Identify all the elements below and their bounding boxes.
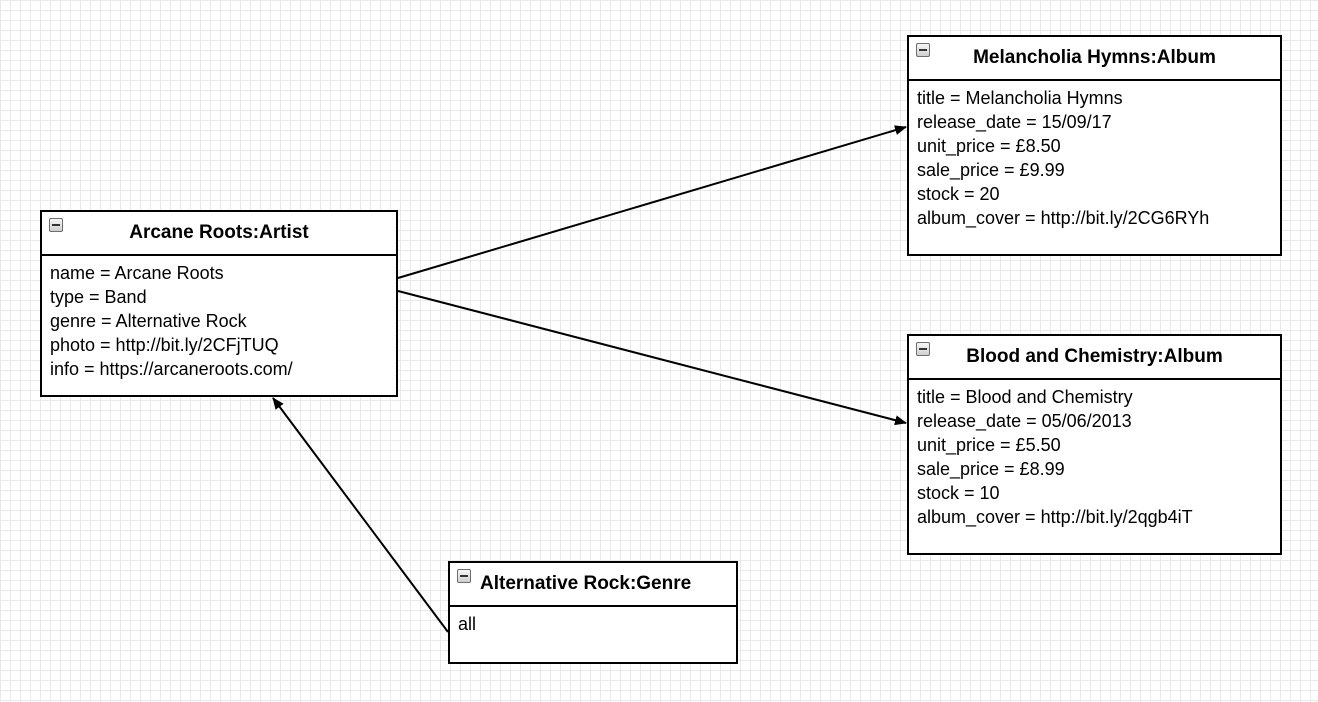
artist-attribute-type: type = Band <box>50 287 147 307</box>
album-attribute-stock: stock = 20 <box>917 184 1000 204</box>
album-melancholia-hymns-attributes: title = Melancholia Hymns release_date =… <box>909 81 1280 230</box>
album-attribute-title: title = Melancholia Hymns <box>917 88 1123 108</box>
artist-node-title: Arcane Roots:Artist <box>129 222 309 243</box>
album-attribute-sale-price: sale_price = £8.99 <box>917 459 1065 479</box>
album-blood-and-chemistry-attributes: title = Blood and Chemistry release_date… <box>909 380 1280 529</box>
edge-genre-to-artist[interactable] <box>272 397 449 633</box>
album-attribute-album-cover: album_cover = http://bit.ly/2qgb4iT <box>917 507 1193 527</box>
album-blood-and-chemistry-title: Blood and Chemistry:Album <box>966 346 1223 367</box>
album-melancholia-hymns-title: Melancholia Hymns:Album <box>973 47 1216 68</box>
album-blood-and-chemistry-node[interactable]: Blood and Chemistry:Album title = Blood … <box>907 334 1282 555</box>
album-blood-and-chemistry-header[interactable]: Blood and Chemistry:Album <box>909 336 1280 380</box>
collapse-icon[interactable] <box>916 43 930 57</box>
album-attribute-unit-price: unit_price = £5.50 <box>917 435 1061 455</box>
genre-attribute-all: all <box>458 614 477 634</box>
album-melancholia-hymns-node[interactable]: Melancholia Hymns:Album title = Melancho… <box>907 35 1282 256</box>
artist-node-header[interactable]: Arcane Roots:Artist <box>42 212 396 256</box>
artist-attribute-name: name = Arcane Roots <box>50 263 224 283</box>
album-attribute-release-date: release_date = 15/09/17 <box>917 112 1112 132</box>
album-attribute-title: title = Blood and Chemistry <box>917 387 1133 407</box>
genre-node-attributes: all <box>450 607 736 636</box>
album-attribute-sale-price: sale_price = £9.99 <box>917 160 1065 180</box>
artist-node[interactable]: Arcane Roots:Artist name = Arcane Roots … <box>40 210 398 397</box>
artist-attribute-info: info = https://arcaneroots.com/ <box>50 359 293 379</box>
artist-node-attributes: name = Arcane Roots type = Band genre = … <box>42 256 396 381</box>
album-melancholia-hymns-header[interactable]: Melancholia Hymns:Album <box>909 37 1280 81</box>
artist-attribute-genre: genre = Alternative Rock <box>50 311 247 331</box>
genre-node[interactable]: Alternative Rock:Genre all <box>448 561 738 664</box>
album-attribute-unit-price: unit_price = £8.50 <box>917 136 1061 156</box>
collapse-icon[interactable] <box>49 218 63 232</box>
album-attribute-release-date: release_date = 05/06/2013 <box>917 411 1132 431</box>
collapse-icon[interactable] <box>457 569 471 583</box>
edge-artist-to-blood-and-chemistry[interactable] <box>397 290 907 426</box>
album-attribute-album-cover: album_cover = http://bit.ly/2CG6RYh <box>917 208 1210 228</box>
artist-attribute-photo: photo = http://bit.ly/2CFjTUQ <box>50 335 279 355</box>
edge-artist-to-melancholia-hymns[interactable] <box>397 125 907 279</box>
genre-node-title: Alternative Rock:Genre <box>480 573 692 594</box>
genre-node-header[interactable]: Alternative Rock:Genre <box>450 563 736 607</box>
collapse-icon[interactable] <box>916 342 930 356</box>
album-attribute-stock: stock = 10 <box>917 483 1000 503</box>
